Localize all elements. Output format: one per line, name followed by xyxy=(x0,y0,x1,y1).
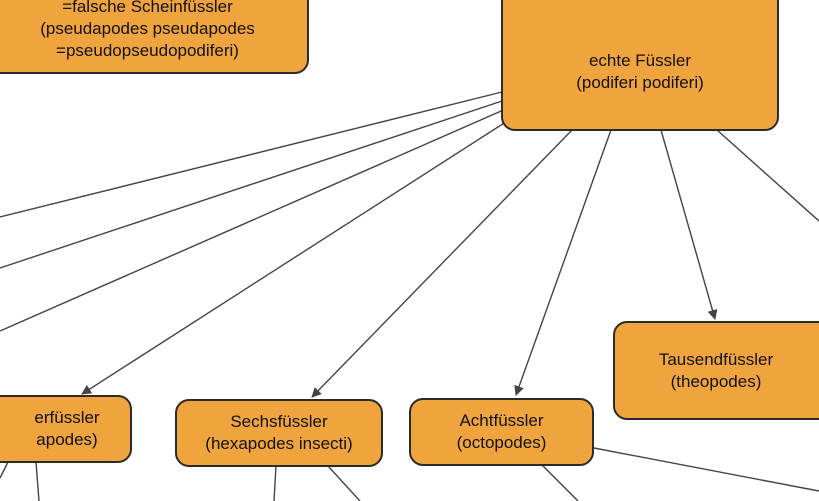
edge-vier-down-left xyxy=(0,461,9,479)
edge-to-offscreen-right xyxy=(716,129,819,222)
node-echte-line-1: echte Füssler xyxy=(588,50,692,70)
node-falsche-line-1: =falsche Scheinfüssler xyxy=(62,0,233,16)
node-vier-line-1: erfüssler xyxy=(34,408,100,427)
node-falsche-line-2: (pseudapodes pseudapodes xyxy=(40,19,255,38)
edge-acht-down xyxy=(541,464,579,501)
edge-sechs-down xyxy=(273,465,277,501)
node-tausend-line-2: (theopodes) xyxy=(670,371,762,391)
node-vierfuessler: erfüssler apodes) xyxy=(0,395,132,463)
edge-to-vierfuessler xyxy=(81,117,513,395)
edge-to-offscreen-left-1 xyxy=(0,91,503,218)
node-echte-line-2: (podiferi podiferi) xyxy=(576,72,704,92)
edge-to-offscreen-left-3 xyxy=(0,107,509,332)
node-falsche-scheinfuessler: =falsche Scheinfüssler (pseudapodes pseu… xyxy=(0,0,309,74)
edge-to-sechsfuessler xyxy=(311,129,573,398)
node-sechs-line-1: Sechsfüssler xyxy=(230,412,328,431)
edge-sechs-down-right xyxy=(327,465,361,501)
node-falsche-line-3: =pseudopseudopodiferi) xyxy=(56,41,239,60)
node-vier-line-2: apodes) xyxy=(36,430,98,449)
node-echte-fuessler: echte Füssler (podiferi podiferi) xyxy=(501,0,779,131)
node-achtfuessler: Achtfüssler (octopodes) xyxy=(409,398,594,466)
edge-to-tausendfuessler xyxy=(660,129,718,320)
edge-to-achtfuessler xyxy=(514,129,612,396)
edge-acht-right xyxy=(593,447,819,492)
node-sechs-line-2: (hexapodes insecti) xyxy=(205,434,353,453)
node-sechsfuessler: Sechsfüssler (hexapodes insecti) xyxy=(175,399,383,467)
node-acht-line-2: (octopodes) xyxy=(456,433,547,452)
node-tausend-line-1: Tausendfüssler xyxy=(658,349,774,369)
edge-to-offscreen-left-2 xyxy=(0,99,506,269)
edge-vier-down xyxy=(35,461,40,501)
node-tausendfuessler: Tausendfüssler (theopodes) xyxy=(613,321,819,420)
node-acht-line-1: Achtfüssler xyxy=(459,411,544,430)
